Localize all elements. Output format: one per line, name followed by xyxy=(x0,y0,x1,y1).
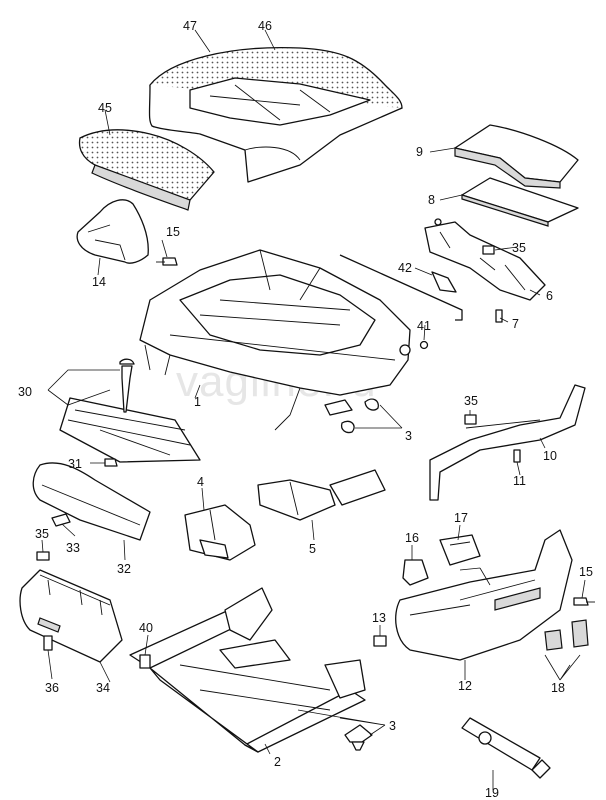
clip-13[interactable] xyxy=(373,635,387,647)
switch-17[interactable] xyxy=(439,534,481,566)
screw-40[interactable] xyxy=(139,654,151,669)
callout-13: 13 xyxy=(372,611,386,625)
clip-3-upper[interactable] xyxy=(340,398,379,434)
clip-35-left[interactable] xyxy=(36,551,50,561)
callout-5: 5 xyxy=(309,542,316,556)
callout-1: 1 xyxy=(194,395,201,409)
callout-32: 32 xyxy=(117,562,131,576)
callout-8: 8 xyxy=(428,193,435,207)
callout-11: 11 xyxy=(513,474,526,488)
callout-19: 19 xyxy=(485,786,499,800)
callout-15-top: 15 xyxy=(166,225,180,239)
callout-35-left: 35 xyxy=(35,527,49,541)
seat-rails-part-2[interactable] xyxy=(129,587,366,753)
callout-14: 14 xyxy=(92,275,106,289)
callout-46: 46 xyxy=(258,19,272,33)
screw-15-top[interactable] xyxy=(156,257,178,266)
screw-36[interactable] xyxy=(43,635,53,651)
callout-2: 2 xyxy=(274,755,281,769)
callout-33: 33 xyxy=(66,541,80,555)
callout-7: 7 xyxy=(512,317,519,331)
callout-16: 16 xyxy=(405,531,419,545)
callout-45: 45 xyxy=(98,101,112,115)
nut-41[interactable] xyxy=(419,340,429,350)
callout-35-right-mid: 35 xyxy=(464,394,478,408)
motor-part-5[interactable] xyxy=(257,469,386,521)
seat-frame-part[interactable] xyxy=(139,249,411,431)
front-pad-part[interactable] xyxy=(78,129,215,211)
screw-15-right[interactable] xyxy=(573,597,595,606)
nut-31[interactable] xyxy=(104,458,118,467)
callout-34: 34 xyxy=(96,681,110,695)
callout-6: 6 xyxy=(546,289,553,303)
screw-7[interactable] xyxy=(495,309,503,323)
callout-3-upper: 3 xyxy=(405,429,412,443)
callout-4: 4 xyxy=(197,475,204,489)
callout-36: 36 xyxy=(45,681,59,695)
leader-lines xyxy=(41,29,586,790)
side-cover-34[interactable] xyxy=(19,569,123,663)
trim-panel-32[interactable] xyxy=(32,462,151,541)
screw-11[interactable] xyxy=(513,449,521,463)
callout-3-lower: 3 xyxy=(389,719,396,733)
callout-18: 18 xyxy=(551,681,565,695)
bracket-part-6[interactable] xyxy=(424,218,546,301)
clip-35-right-top[interactable] xyxy=(482,245,495,255)
motor-part-4[interactable] xyxy=(184,504,256,561)
seat-cushion-part[interactable] xyxy=(148,46,403,183)
mat-part-8[interactable] xyxy=(461,177,579,227)
callout-41: 41 xyxy=(417,319,431,333)
callout-10: 10 xyxy=(543,449,557,463)
cable-part-10[interactable] xyxy=(429,384,586,501)
callout-30: 30 xyxy=(18,385,32,399)
rod-part[interactable] xyxy=(339,254,463,321)
tube-19[interactable] xyxy=(461,717,551,779)
callout-17: 17 xyxy=(454,511,468,525)
callout-9: 9 xyxy=(416,145,423,159)
callout-47: 47 xyxy=(183,19,197,33)
cover-part-9[interactable] xyxy=(454,124,579,189)
callout-42: 42 xyxy=(398,261,412,275)
knobs-18[interactable] xyxy=(544,619,589,651)
cover-part-14[interactable] xyxy=(76,199,149,264)
clip-35-right-mid[interactable] xyxy=(464,414,477,425)
bottom-plate-30[interactable] xyxy=(59,358,201,463)
callout-35-right-top: 35 xyxy=(512,241,526,255)
callout-40: 40 xyxy=(139,621,153,635)
callout-12: 12 xyxy=(458,679,472,693)
connector-42[interactable] xyxy=(431,271,457,293)
callout-labels: 47 46 45 9 8 15 35 42 14 6 7 41 30 1 35 … xyxy=(18,19,593,800)
callout-15-right: 15 xyxy=(579,565,593,579)
callout-31: 31 xyxy=(68,457,82,471)
switch-16[interactable] xyxy=(402,559,429,586)
side-trim-12[interactable] xyxy=(395,529,573,661)
rivet-3-lower[interactable] xyxy=(344,724,373,751)
clip-33[interactable] xyxy=(51,513,71,527)
